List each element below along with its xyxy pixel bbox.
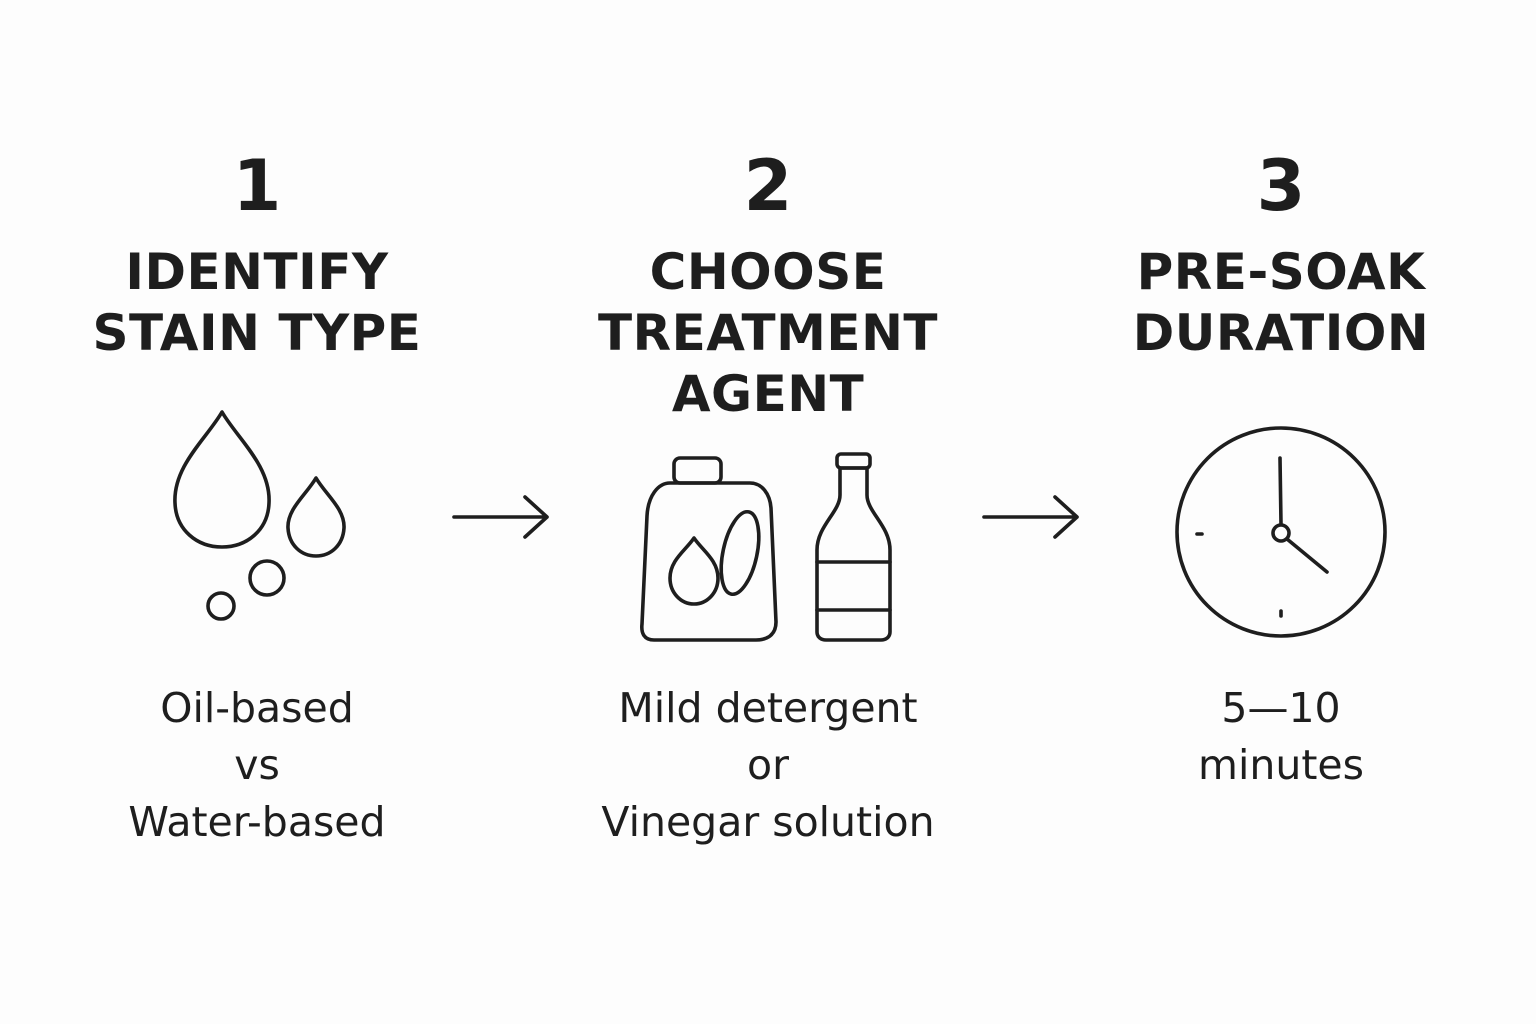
step-title-line: PRE-SOAK — [1136, 243, 1426, 301]
step-description-line: 5—10 — [1221, 684, 1341, 732]
right-arrow-icon — [982, 495, 1079, 539]
step-description-line: Vinegar solution — [601, 798, 935, 846]
step-description-line: or — [747, 741, 789, 789]
step-title-line: CHOOSE — [649, 243, 887, 301]
step-description-line: Mild detergent — [618, 684, 918, 732]
step-number: 2 — [743, 145, 793, 227]
step-description-line: Water-based — [128, 798, 386, 846]
right-arrow-icon — [452, 495, 549, 539]
step-title-line: AGENT — [671, 365, 865, 423]
step-description-line: minutes — [1198, 741, 1364, 789]
droplets-icon — [173, 410, 346, 621]
step-description: Mild detergent or Vinegar solution — [558, 680, 978, 851]
step-description: Oil-based vs Water-based — [47, 680, 467, 851]
detergent-and-bottle-icon — [640, 452, 892, 642]
step-title-line: STAIN TYPE — [92, 304, 422, 362]
step-title: PRE-SOAK DURATION — [1071, 242, 1491, 364]
step-title-line: DURATION — [1132, 304, 1430, 362]
step-title-line: IDENTIFY — [125, 243, 389, 301]
step-number: 3 — [1256, 145, 1306, 227]
step-title: CHOOSE TREATMENT AGENT — [558, 242, 978, 425]
step-description-line: Oil-based — [160, 684, 354, 732]
clock-icon — [1175, 426, 1387, 638]
step-description-line: vs — [234, 741, 280, 789]
step-title-line: TREATMENT — [597, 304, 939, 362]
detergent-jug-icon — [640, 456, 778, 642]
step-description: 5—10 minutes — [1071, 680, 1491, 794]
vinegar-bottle-icon — [815, 452, 892, 642]
step-title: IDENTIFY STAIN TYPE — [47, 242, 467, 364]
step-number: 1 — [232, 145, 282, 227]
